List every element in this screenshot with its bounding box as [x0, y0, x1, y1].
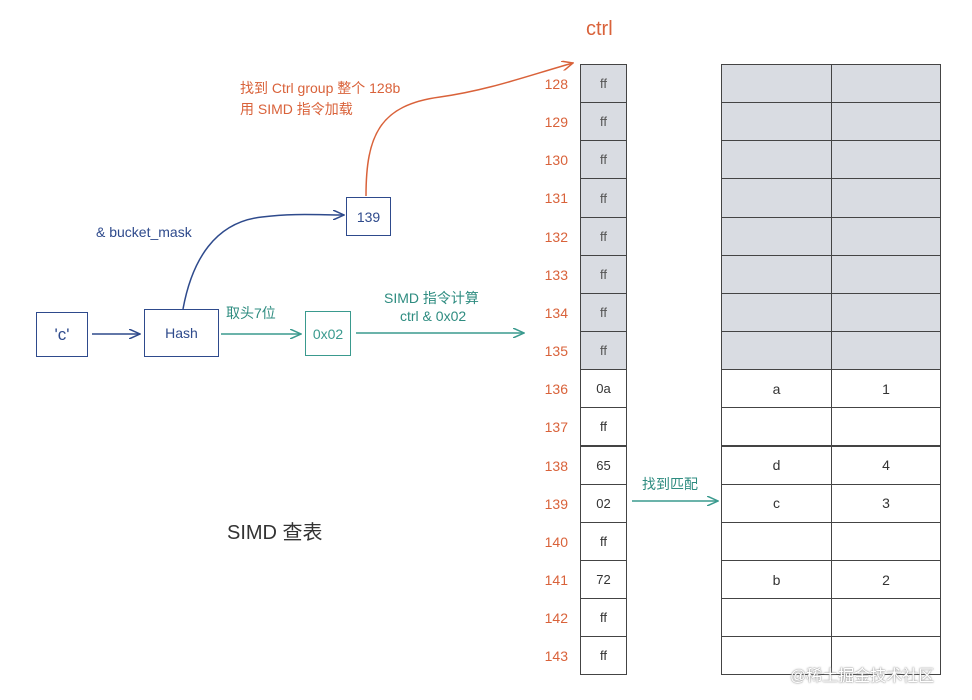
- ctrl-byte-cell: ff: [580, 178, 627, 218]
- ctrl-byte-cell: ff: [580, 64, 627, 104]
- slot-value-cell: [831, 521, 941, 561]
- slot-key-cell: c: [721, 483, 832, 523]
- arrow-bucket-to-ctrl-group: [365, 63, 573, 197]
- ctrl-byte-cell: ff: [580, 216, 627, 256]
- slot-value-cell: [831, 636, 941, 676]
- slot-value-cell: [831, 216, 941, 256]
- hash-box: Hash: [144, 309, 219, 357]
- ctrl-index-label: 134: [544, 304, 568, 321]
- ctrl-byte-cell: ff: [580, 254, 627, 294]
- h2-label: 0x02: [312, 325, 344, 342]
- ctrl-index-label: 138: [544, 457, 568, 474]
- ctrl-byte-cell: 72: [580, 559, 627, 600]
- slot-key-cell: b: [721, 559, 832, 600]
- diagram-title: SIMD 查表: [227, 522, 323, 544]
- slot-key-cell: a: [721, 369, 832, 409]
- ctrl-byte-cell: ff: [580, 636, 627, 676]
- slot-key-cell: [721, 254, 832, 294]
- slot-value-cell: [831, 407, 941, 447]
- watermark: @稀土掘金技术社区: [790, 668, 935, 685]
- ctrl-index-label: 139: [544, 495, 568, 512]
- ctrl-byte-cell: ff: [580, 140, 627, 180]
- slot-key-cell: [721, 521, 832, 561]
- ctrl-index-label: 140: [544, 533, 568, 550]
- ctrl-byte-cell: ff: [580, 331, 627, 371]
- bucket-index-box: 139: [346, 197, 391, 236]
- slot-value-cell: 1: [831, 369, 941, 409]
- found-match-label: 找到匹配: [642, 476, 698, 492]
- ctrl-header: ctrl: [586, 18, 613, 40]
- ctrl-byte-cell: ff: [580, 407, 627, 447]
- bucket-mask-label: & bucket_mask: [96, 224, 192, 240]
- ctrl-index-label: 132: [544, 228, 568, 245]
- slot-key-cell: [721, 407, 832, 447]
- slot-value-cell: [831, 102, 941, 142]
- ctrl-index-label: 128: [544, 76, 568, 92]
- input-key-box: 'c': [36, 312, 88, 357]
- ctrl-byte-cell: ff: [580, 521, 627, 561]
- arrow-hash-to-bucket: [182, 215, 344, 310]
- ctrl-index-label: 141: [544, 571, 568, 588]
- slot-value-cell: [831, 331, 941, 371]
- slot-value-cell: 3: [831, 483, 941, 523]
- ctrl-byte-cell: 65: [580, 445, 627, 485]
- h2-box: 0x02: [305, 311, 351, 356]
- ctrl-index-label: 142: [544, 610, 568, 627]
- slot-key-cell: [721, 216, 832, 256]
- bucket-index-label: 139: [356, 208, 381, 225]
- input-key-label: 'c': [54, 324, 70, 344]
- slot-value-cell: [831, 598, 941, 638]
- ctrl-index-label: 136: [544, 381, 568, 398]
- slot-key-cell: d: [721, 445, 832, 485]
- ctrl-index-label: 135: [544, 343, 568, 360]
- simd-compute-label-line1: SIMD 指令计算: [384, 290, 479, 306]
- slot-value-cell: [831, 254, 941, 294]
- ctrl-byte-cell: 0a: [580, 369, 627, 409]
- take-top7-label: 取头7位: [226, 305, 276, 321]
- simd-compute-label-line2: ctrl & 0x02: [400, 308, 467, 324]
- slot-value-cell: [831, 178, 941, 218]
- ctrl-byte-cell: ff: [580, 598, 627, 638]
- ctrl-index-label: 129: [544, 114, 568, 131]
- slot-key-cell: [721, 178, 832, 218]
- slot-key-cell: [721, 598, 832, 638]
- slot-key-cell: [721, 64, 832, 104]
- slot-key-cell: [721, 292, 832, 333]
- ctrl-byte-cell: ff: [580, 102, 627, 142]
- ctrl-byte-cell: ff: [580, 292, 627, 333]
- ctrl-index-label: 137: [544, 419, 568, 436]
- slot-value-cell: 4: [831, 445, 941, 485]
- slot-value-cell: [831, 140, 941, 180]
- ctrl-index-label: 143: [544, 648, 568, 665]
- ctrl-byte-cell: 02: [580, 483, 627, 523]
- slot-value-cell: [831, 64, 941, 104]
- slot-value-cell: [831, 292, 941, 333]
- slot-key-cell: [721, 140, 832, 180]
- slot-key-cell: [721, 331, 832, 371]
- load-group-label-line1: 找到 Ctrl group 整个 128b: [240, 80, 401, 96]
- load-group-label-line2: 用 SIMD 指令加载: [240, 101, 353, 117]
- ctrl-index-label: 130: [544, 152, 568, 169]
- ctrl-index-label: 133: [544, 266, 568, 283]
- hash-label: Hash: [165, 325, 198, 341]
- slot-value-cell: 2: [831, 559, 941, 600]
- ctrl-index-label: 131: [544, 190, 568, 207]
- slot-key-cell: [721, 102, 832, 142]
